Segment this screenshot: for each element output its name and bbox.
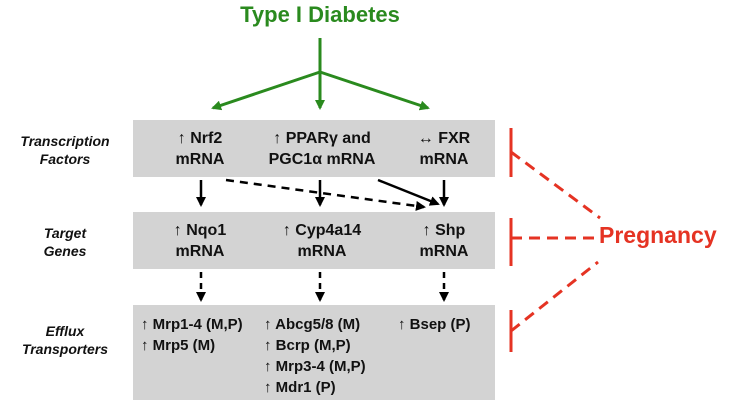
arrow-nrf2-to-shp-dashed	[225, 178, 426, 211]
target-genes-box	[133, 212, 495, 269]
pregnancy-inhibition	[509, 128, 601, 352]
inhibit-stem-efflux	[510, 260, 599, 333]
node-nqo1: ↑ Nqo1 mRNA	[173, 222, 227, 260]
pregnancy-label: Pregnancy	[599, 222, 717, 248]
node-bsep: ↑ Bsep (P)	[398, 316, 471, 333]
node-nrf2: ↑ Nrf2 mRNA	[175, 130, 225, 168]
row-label-transcription: Transcription Factors	[20, 133, 110, 167]
inhibit-stem-transcription	[510, 150, 601, 220]
node-shp: ↑ Shp mRNA	[419, 222, 469, 260]
node-abcg-group: ↑ Abcg5/8 (M) ↑ Bcrp (M,P) ↑ Mrp3-4 (M,P…	[264, 316, 366, 396]
node-fxr: ↔ FXR mRNA	[417, 130, 471, 168]
row-label-target: Target Genes	[43, 225, 87, 259]
diabetes-arrow-nrf2	[211, 70, 321, 111]
node-ppar: ↑ PPARγ and PGC1α mRNA	[268, 130, 376, 168]
efflux-transporters-box	[133, 305, 495, 400]
row-label-efflux: Efflux Transporters	[21, 323, 109, 357]
diabetes-arrow-fxr	[319, 70, 430, 111]
node-mrp-group: ↑ Mrp1-4 (M,P) ↑ Mrp5 (M)	[141, 316, 243, 354]
transcription-factors-box	[133, 120, 495, 177]
diagram-title: Type I Diabetes	[240, 2, 400, 27]
node-cyp4a14: ↑ Cyp4a14 mRNA	[282, 222, 362, 260]
diabetes-arrows	[211, 38, 430, 111]
arrow-ppar-to-shp	[377, 178, 440, 206]
